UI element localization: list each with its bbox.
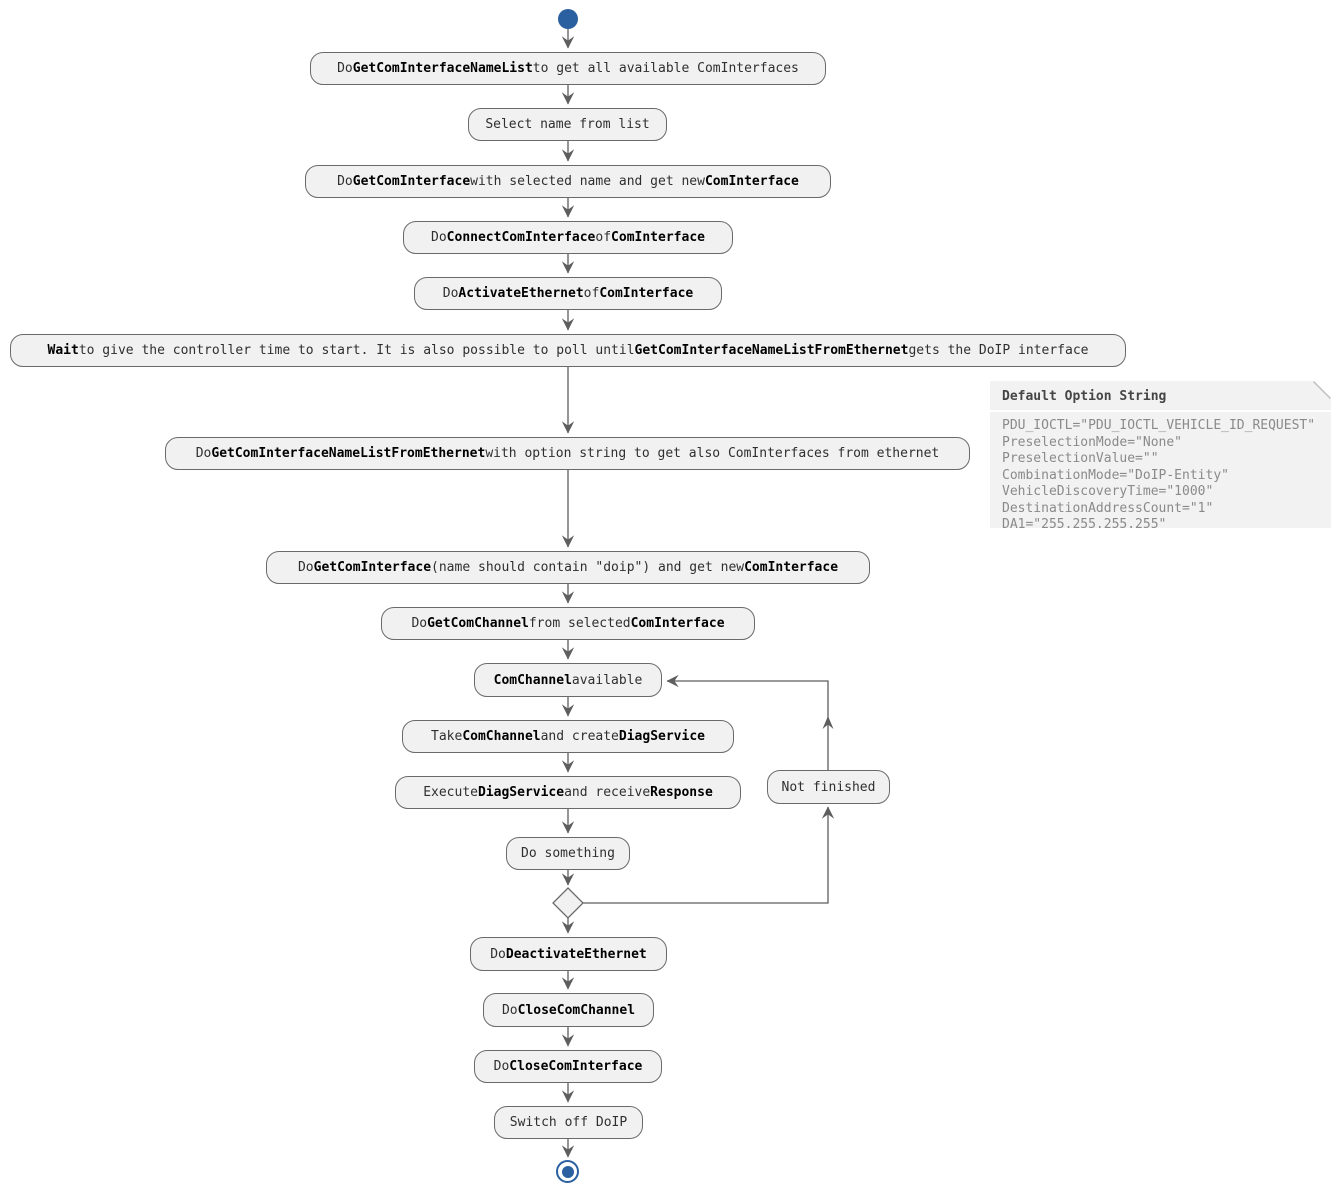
end-node-dot — [561, 1165, 574, 1178]
label-segment: to give the controller time to start. It… — [78, 343, 635, 358]
label-segment: from selected — [528, 616, 631, 631]
activity-activate-ethernet: Do ActivateEthernet of ComInterface — [414, 277, 722, 310]
label-segment: Do — [411, 616, 428, 631]
label-segment: (name should contain "doip") and get new — [431, 560, 745, 575]
label-segment: ComInterface — [704, 174, 799, 189]
note-line: PreselectionValue="" — [1002, 451, 1159, 466]
activity-connect-com-interface: Do ConnectComInterface of ComInterface — [403, 221, 733, 254]
activity-switch-off-doip: Switch off DoIP — [494, 1106, 643, 1139]
label-segment: of — [595, 230, 612, 245]
label-segment: ComInterface — [611, 230, 705, 245]
label-segment: Do — [195, 446, 212, 461]
label-segment: GetComInterfaceNameList — [352, 61, 533, 76]
activity-deactivate-ethernet: Do DeactivateEthernet — [470, 937, 667, 971]
activity-select-name-from-list: Select name from list — [468, 108, 667, 141]
note-title: Default Option String — [990, 381, 1331, 412]
label-segment: Do — [490, 946, 506, 962]
activity-do-something: Do something — [506, 837, 630, 870]
label-segment: with option string to get also ComInterf… — [485, 446, 940, 461]
label-segment: GetComInterface — [352, 174, 471, 189]
start-node — [558, 9, 578, 29]
label-segment: ComInterface — [744, 560, 839, 575]
label-segment: ComChannel — [493, 672, 572, 688]
label-segment: Wait — [47, 343, 79, 358]
label-segment: CloseComInterface — [509, 1059, 643, 1074]
label-segment: ActivateEthernet — [458, 286, 584, 301]
note-line: DA1="255.255.255.255" — [1002, 517, 1167, 532]
label-segment: Do — [337, 174, 353, 189]
label-segment: ComChannel — [462, 729, 541, 744]
label-segment: Not finished — [781, 779, 876, 795]
label-segment: DiagService — [477, 785, 565, 800]
note-body: PDU_IOCTL="PDU_IOCTL_VEHICLE_ID_REQUEST"… — [990, 412, 1331, 534]
label-segment: Do — [493, 1059, 510, 1074]
label-segment: ComInterface — [630, 616, 725, 631]
note-default-option-string: Default Option String PDU_IOCTL="PDU_IOC… — [990, 381, 1331, 532]
label-segment: and receive — [564, 785, 651, 800]
label-segment: Do — [337, 61, 353, 76]
activity-get-com-interface: Do GetComInterface with selected name an… — [305, 165, 831, 198]
activity-not-finished: Not finished — [767, 770, 890, 804]
label-segment: Do — [297, 560, 314, 575]
activity-close-com-interface: Do CloseComInterface — [474, 1050, 662, 1083]
note-line: DestinationAddressCount="1" — [1002, 500, 1214, 516]
label-segment: Select name from list — [485, 117, 650, 132]
label-segment: of — [583, 286, 600, 301]
activity-get-com-interface-name-list: Do GetComInterfaceNameList to get all av… — [310, 52, 826, 85]
label-segment: GetComInterface — [313, 560, 432, 575]
label-segment: DiagService — [618, 729, 705, 744]
activity-get-name-list-from-ethernet: Do GetComInterfaceNameListFromEthernet w… — [165, 437, 970, 470]
note-line: CombinationMode="DoIP-Entity" — [1002, 467, 1229, 483]
label-segment: Response — [650, 785, 713, 800]
end-node — [556, 1160, 579, 1183]
label-segment: ComInterface — [599, 286, 694, 301]
label-segment: CloseComChannel — [517, 1002, 636, 1018]
label-segment: Execute — [423, 785, 478, 800]
activity-get-com-channel: Do GetComChannel from selected ComInterf… — [381, 607, 755, 640]
label-segment: ConnectComInterface — [446, 230, 596, 245]
label-segment: available — [571, 672, 643, 688]
label-segment: to get all available ComInterfaces — [532, 61, 799, 76]
label-segment: GetComChannel — [427, 616, 529, 631]
label-segment: Switch off DoIP — [509, 1115, 628, 1130]
activity-get-com-interface-doip: Do GetComInterface (name should contain … — [266, 551, 870, 584]
label-segment: Do something — [521, 846, 615, 861]
label-segment: DeactivateEthernet — [505, 946, 647, 962]
label-segment: Do — [501, 1002, 518, 1018]
label-segment: and create — [540, 729, 619, 744]
activity-close-com-channel: Do CloseComChannel — [483, 993, 654, 1027]
note-fold-icon — [1313, 381, 1331, 399]
note-line: PDU_IOCTL="PDU_IOCTL_VEHICLE_ID_REQUEST" — [1002, 418, 1316, 433]
label-segment: gets the DoIP interface — [908, 343, 1089, 358]
loop-mid-arrowhead — [822, 716, 834, 729]
decision-diamond — [552, 887, 584, 919]
label-segment: with selected name and get new — [470, 174, 705, 189]
label-segment: GetComInterfaceNameListFromEthernet — [634, 343, 909, 358]
note-line: VehicleDiscoveryTime="1000" — [1002, 484, 1214, 499]
activity-wait: Wait to give the controller time to star… — [10, 334, 1126, 367]
label-segment: GetComInterfaceNameListFromEthernet — [211, 446, 486, 461]
label-segment: Do — [442, 286, 459, 301]
activity-com-channel-available: ComChannel available — [474, 663, 662, 697]
note-line: PreselectionMode="None" — [1002, 434, 1183, 450]
activity-take-com-channel: Take ComChannel and create DiagService — [402, 720, 734, 753]
activity-execute-diag-service: Execute DiagService and receive Response — [395, 776, 741, 809]
label-segment: Take — [431, 729, 463, 744]
label-segment: Do — [431, 230, 447, 245]
